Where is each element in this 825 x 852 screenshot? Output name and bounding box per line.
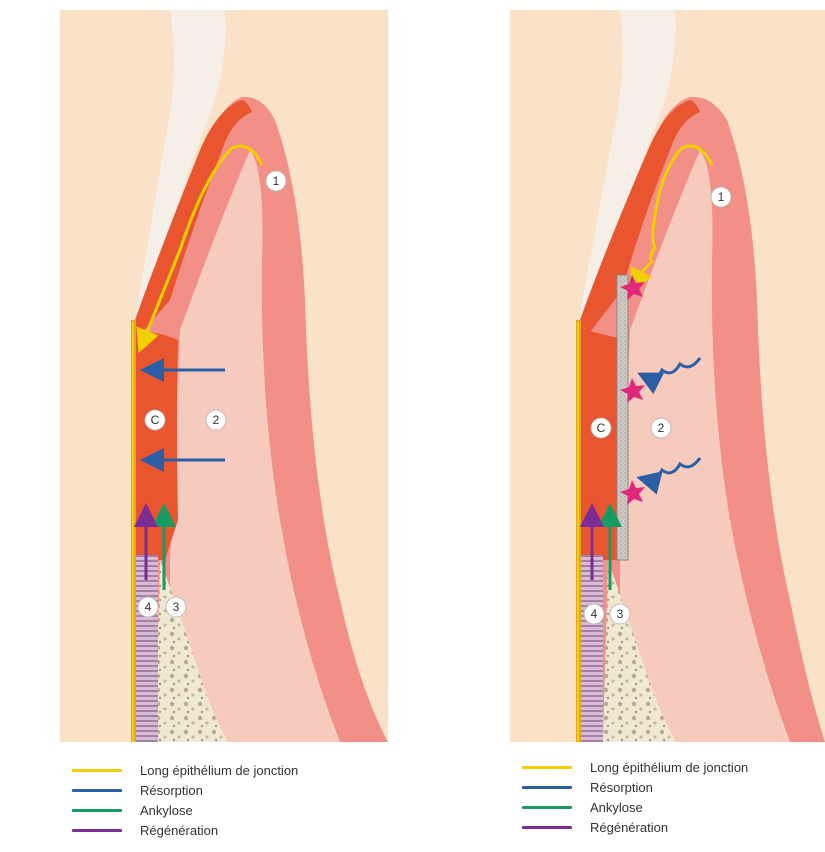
legend-label: Long épithélium de jonction	[590, 760, 748, 775]
panel-right: 1 2 C 4 3	[510, 10, 825, 742]
svg-text:4: 4	[591, 607, 598, 621]
svg-text:1: 1	[273, 174, 280, 188]
connective-tissue	[135, 320, 178, 560]
marker-2: 2	[651, 418, 671, 438]
svg-text:2: 2	[213, 413, 220, 427]
svg-text:C: C	[151, 413, 160, 427]
legend-label: Résorption	[590, 780, 653, 795]
marker-3: 3	[610, 604, 630, 624]
legend-label: Régénération	[140, 823, 218, 838]
legend-swatch	[522, 806, 572, 809]
legend-swatch	[72, 809, 122, 812]
legend-item-resorption: Résorption	[72, 780, 298, 800]
legend-item-ankylosis: Ankylose	[72, 800, 298, 820]
periodontal-ligament	[136, 555, 158, 742]
marker-2: 2	[206, 410, 226, 430]
connective-tissue	[580, 320, 620, 560]
marker-3: 3	[166, 597, 186, 617]
legend-swatch	[522, 766, 572, 769]
legend-label: Régénération	[590, 820, 668, 835]
legend-swatch	[72, 789, 122, 792]
marker-1: 1	[711, 187, 731, 207]
marker-c: C	[145, 410, 165, 430]
marker-4: 4	[584, 604, 604, 624]
svg-text:1: 1	[718, 190, 725, 204]
svg-text:4: 4	[145, 600, 152, 614]
legend-item-junctional-epithelium: Long épithélium de jonction	[72, 760, 298, 780]
legend-item-junctional-epithelium: Long épithélium de jonction	[522, 757, 748, 777]
legend-label: Résorption	[140, 783, 203, 798]
svg-text:3: 3	[173, 600, 180, 614]
svg-text:C: C	[597, 421, 606, 435]
legend-swatch	[522, 786, 572, 789]
legend-swatch	[72, 829, 122, 832]
marker-c: C	[591, 418, 611, 438]
legend-item-ankylosis: Ankylose	[522, 797, 748, 817]
legend-item-regeneration: Régénération	[72, 820, 298, 840]
legend-label: Long épithélium de jonction	[140, 763, 298, 778]
periodontal-ligament	[581, 555, 603, 742]
legend-item-regeneration: Régénération	[522, 817, 748, 837]
panel-left: 1 2 C 4 3	[60, 10, 388, 742]
svg-text:3: 3	[617, 607, 624, 621]
marker-4: 4	[138, 597, 158, 617]
legend-item-resorption: Résorption	[522, 777, 748, 797]
legend-label: Ankylose	[590, 800, 643, 815]
svg-text:2: 2	[658, 421, 665, 435]
legend-swatch	[72, 769, 122, 772]
legend-swatch	[522, 826, 572, 829]
legend-right: Long épithélium de jonction Résorption A…	[522, 757, 748, 837]
marker-1: 1	[266, 171, 286, 191]
legend-left: Long épithélium de jonction Résorption A…	[72, 760, 298, 840]
legend-label: Ankylose	[140, 803, 193, 818]
barrier-membrane	[617, 275, 628, 560]
